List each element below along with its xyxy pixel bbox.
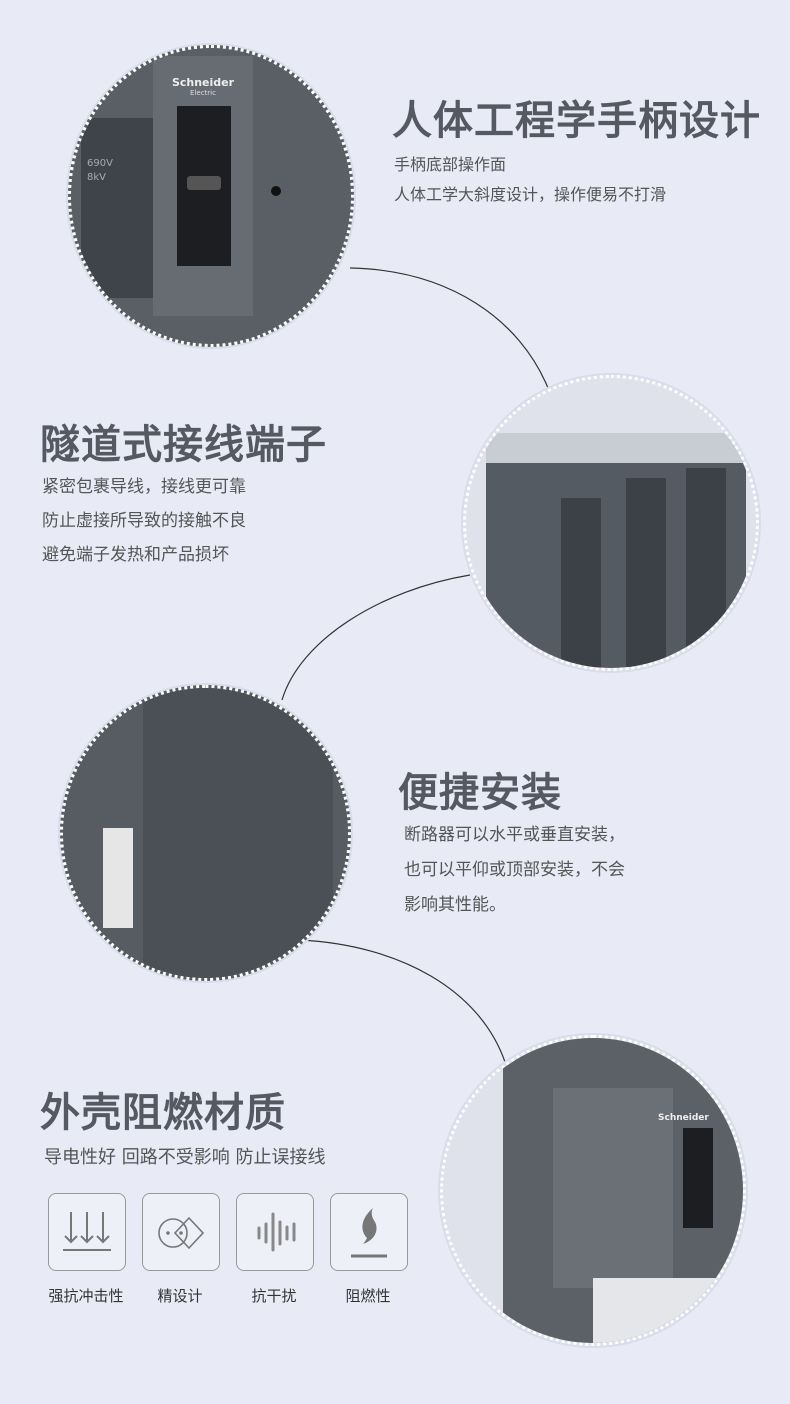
handle-cover: Schneider Electric	[153, 56, 253, 316]
brand-sub: Electric	[190, 89, 216, 97]
section4-title: 外壳阻燃材质	[40, 1090, 286, 1136]
brand-logo: Schneider	[658, 1113, 709, 1123]
section2-line: 防止虚接所导致的接触不良	[42, 511, 246, 531]
brand-logo: Schneider	[171, 76, 235, 89]
terminal-photo	[463, 375, 759, 671]
section3-line: 也可以平仰或顶部安装，不会	[404, 860, 625, 880]
handle-slot	[177, 106, 231, 266]
kv-text: 8kV	[87, 172, 106, 183]
voltage-text: 690V	[87, 158, 113, 169]
section1-line: 人体工学大斜度设计，操作便易不打滑	[394, 185, 667, 204]
section2-line: 避免端子发热和产品损坏	[42, 545, 229, 565]
section1-title: 人体工程学手柄设计	[392, 98, 761, 144]
feature-label: 阻燃性	[345, 1287, 391, 1305]
section3-line: 影响其性能。	[404, 895, 506, 915]
waveform-icon	[257, 1212, 296, 1252]
section2-title: 隧道式接线端子	[40, 422, 327, 468]
feature-label: 强抗冲击性	[48, 1287, 124, 1305]
feature-interference	[236, 1193, 314, 1271]
flame-icon	[351, 1208, 387, 1258]
feature-label: 抗干扰	[251, 1287, 297, 1305]
precision-design-icon	[158, 1216, 205, 1250]
feature-label: 精设计	[157, 1287, 203, 1305]
section3-title: 便捷安装	[398, 770, 562, 816]
feature-design	[142, 1193, 220, 1271]
housing-photo: Schneider	[440, 1035, 746, 1346]
mounting-photo	[60, 685, 351, 981]
feature-flame	[330, 1193, 408, 1271]
rating-label: 690V 8kV	[81, 118, 159, 298]
section1-line: 手柄底部操作面	[394, 155, 507, 174]
section3-line: 断路器可以水平或垂直安装，	[404, 825, 625, 845]
handle-photo: 690V 8kV Schneider Electric	[68, 45, 354, 347]
section2-line: 紧密包裹导线，接线更可靠	[42, 477, 246, 497]
feature-impact	[48, 1193, 126, 1271]
impact-arrows-icon	[63, 1212, 111, 1251]
section4-subtitle: 导电性好 回路不受影响 防止误接线	[44, 1147, 326, 1168]
